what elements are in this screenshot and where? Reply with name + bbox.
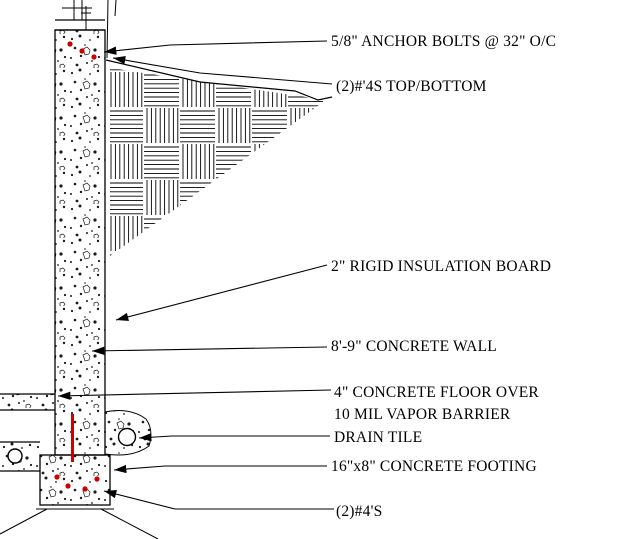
- dowel-rebar: [71, 414, 74, 462]
- concrete-footing: [36, 454, 114, 510]
- concrete-wall: [54, 29, 106, 456]
- drain-tile-pipe: [117, 427, 137, 447]
- label-top-rebar: (2)#'4S TOP/BOTTOM: [336, 78, 487, 95]
- sill-plate: [55, 19, 105, 31]
- left-footing-band: [0, 441, 40, 472]
- leader-footing: [113, 464, 327, 474]
- concrete-floor-slab: [0, 393, 55, 411]
- leader-top-rebar: [112, 55, 333, 85]
- annotation-labels: 5/8" ANCHOR BOLTS @ 32" O/C (2)#'4S TOP/…: [331, 33, 556, 520]
- gravel-pocket: [104, 410, 152, 456]
- label-anchor-bolts: 5/8" ANCHOR BOLTS @ 32" O/C: [331, 33, 556, 50]
- leader-footing-rebar: [103, 490, 334, 510]
- top-rebar-dots: [67, 41, 97, 60]
- leader-insulation: [115, 264, 328, 321]
- label-concrete-wall: 8'-9" CONCRETE WALL: [331, 338, 497, 355]
- leader-lines: [57, 40, 334, 510]
- leader-floor: [57, 389, 332, 400]
- footing-rebar-dots: [54, 474, 100, 492]
- leader-drain-tile: [138, 433, 330, 442]
- label-footing-rebar: (2)#4'S: [336, 503, 382, 520]
- label-drain-tile: DRAIN TILE: [334, 429, 422, 446]
- label-insulation: 2" RIGID INSULATION BOARD: [331, 258, 551, 275]
- grade-line: [105, 59, 333, 101]
- drain-tile-pipe-left: [7, 448, 23, 464]
- label-floor-line1: 4" CONCRETE FLOOR OVER: [334, 384, 539, 401]
- leader-anchor-bolts: [103, 40, 328, 55]
- label-footing: 16"x8" CONCRETE FOOTING: [331, 458, 537, 475]
- earth-backfill-hatch: [110, 68, 326, 256]
- leader-concrete-wall: [91, 346, 328, 355]
- break-lines: [0, 508, 159, 539]
- label-floor-line2: 10 MIL VAPOR BARRIER: [334, 406, 511, 423]
